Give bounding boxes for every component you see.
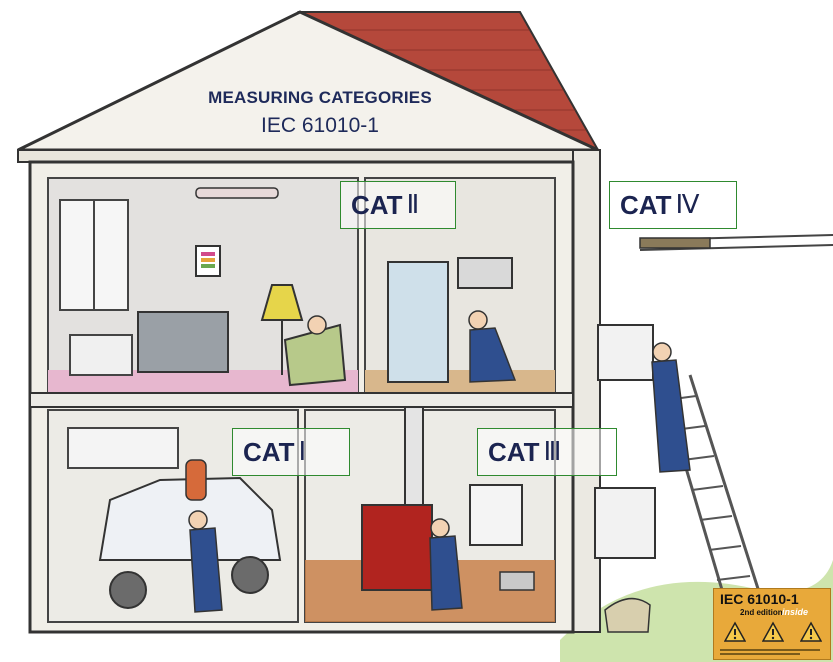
category-roman: Ⅳ — [675, 190, 700, 219]
category-prefix: CAT — [351, 189, 403, 220]
refrigerator — [387, 261, 449, 383]
lineman — [651, 359, 691, 473]
category-roman: Ⅱ — [406, 190, 420, 219]
mechanic-head — [188, 510, 208, 530]
category-prefix: CAT — [243, 436, 295, 467]
category-roman: Ⅲ — [543, 437, 562, 466]
category-label-cat-ii: CAT Ⅱ — [340, 181, 456, 229]
floor-divider — [29, 392, 574, 408]
lamp-shade — [260, 284, 304, 321]
category-prefix: CAT — [620, 189, 672, 220]
house-wall — [17, 149, 574, 163]
boiler — [361, 504, 433, 591]
ceiling-light — [195, 187, 279, 199]
electrician — [429, 535, 463, 611]
gas-cylinder — [185, 459, 207, 501]
badge-edition: 2nd edition — [740, 608, 783, 617]
radiator — [69, 334, 133, 376]
diagram-title: MEASURING CATEGORIES — [208, 88, 432, 107]
category-label-cat-iii: CAT Ⅲ — [477, 428, 617, 476]
utility-pole-crossarm — [639, 237, 711, 249]
kitchen-technician — [469, 327, 517, 383]
kitchen-technician-head — [468, 310, 488, 330]
mechanic — [189, 527, 223, 613]
meter-cabinet — [597, 324, 654, 381]
right-wall — [572, 149, 601, 633]
boiler-pipe — [404, 406, 424, 508]
toolbox — [499, 571, 535, 591]
microwave — [457, 257, 513, 289]
tool-bag — [604, 597, 651, 633]
badge-standard: IEC 61010-1 — [720, 591, 799, 607]
warning-triangle-icon — [724, 621, 746, 642]
category-label-cat-i: CAT Ⅰ — [232, 428, 350, 476]
person-reading — [307, 315, 327, 335]
warning-triangle-icon — [800, 621, 822, 642]
garage-door — [67, 427, 179, 469]
electrician-head — [430, 518, 450, 538]
iec-edition-badge: IEC 61010-1 2nd edition inside — [713, 588, 831, 660]
category-roman: Ⅰ — [298, 437, 307, 466]
distribution-panel — [469, 484, 523, 546]
category-label-cat-iv: CAT Ⅳ — [609, 181, 737, 229]
badge-fine-print — [720, 649, 820, 655]
television — [137, 311, 229, 373]
outdoor-panel — [594, 487, 656, 559]
category-prefix: CAT — [488, 436, 540, 467]
standard-name: IEC 61010-1 — [261, 114, 379, 137]
warning-triangle-icon — [762, 621, 784, 642]
lineman-head — [652, 342, 672, 362]
badge-inside: inside — [782, 607, 809, 617]
